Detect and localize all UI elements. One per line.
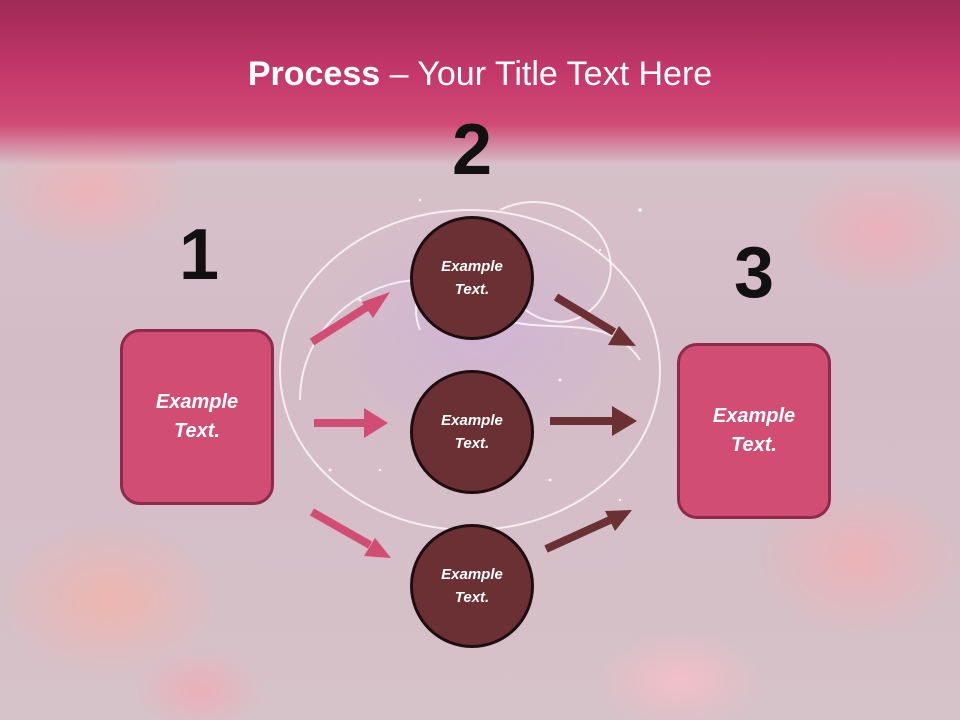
- step-number-1: 1: [178, 215, 220, 295]
- arrow-to-circle-middle-icon: [314, 408, 388, 438]
- title-rest: – Your Title Text Here: [380, 55, 713, 93]
- arrow-from-circle-top-icon: [553, 293, 636, 346]
- title-banner: [0, 0, 960, 165]
- arrow-from-circle-bottom-icon: [544, 510, 632, 553]
- arrow-from-circle-middle-icon: [550, 406, 637, 436]
- step-number-3: 3: [733, 233, 775, 313]
- step-number-2: 2: [451, 110, 493, 190]
- title-bold: Process: [247, 55, 381, 93]
- slide-title: Process – Your Title Text Here: [0, 52, 960, 96]
- arrow-to-circle-top-icon: [309, 292, 390, 346]
- arrow-to-circle-bottom-icon: [310, 508, 391, 558]
